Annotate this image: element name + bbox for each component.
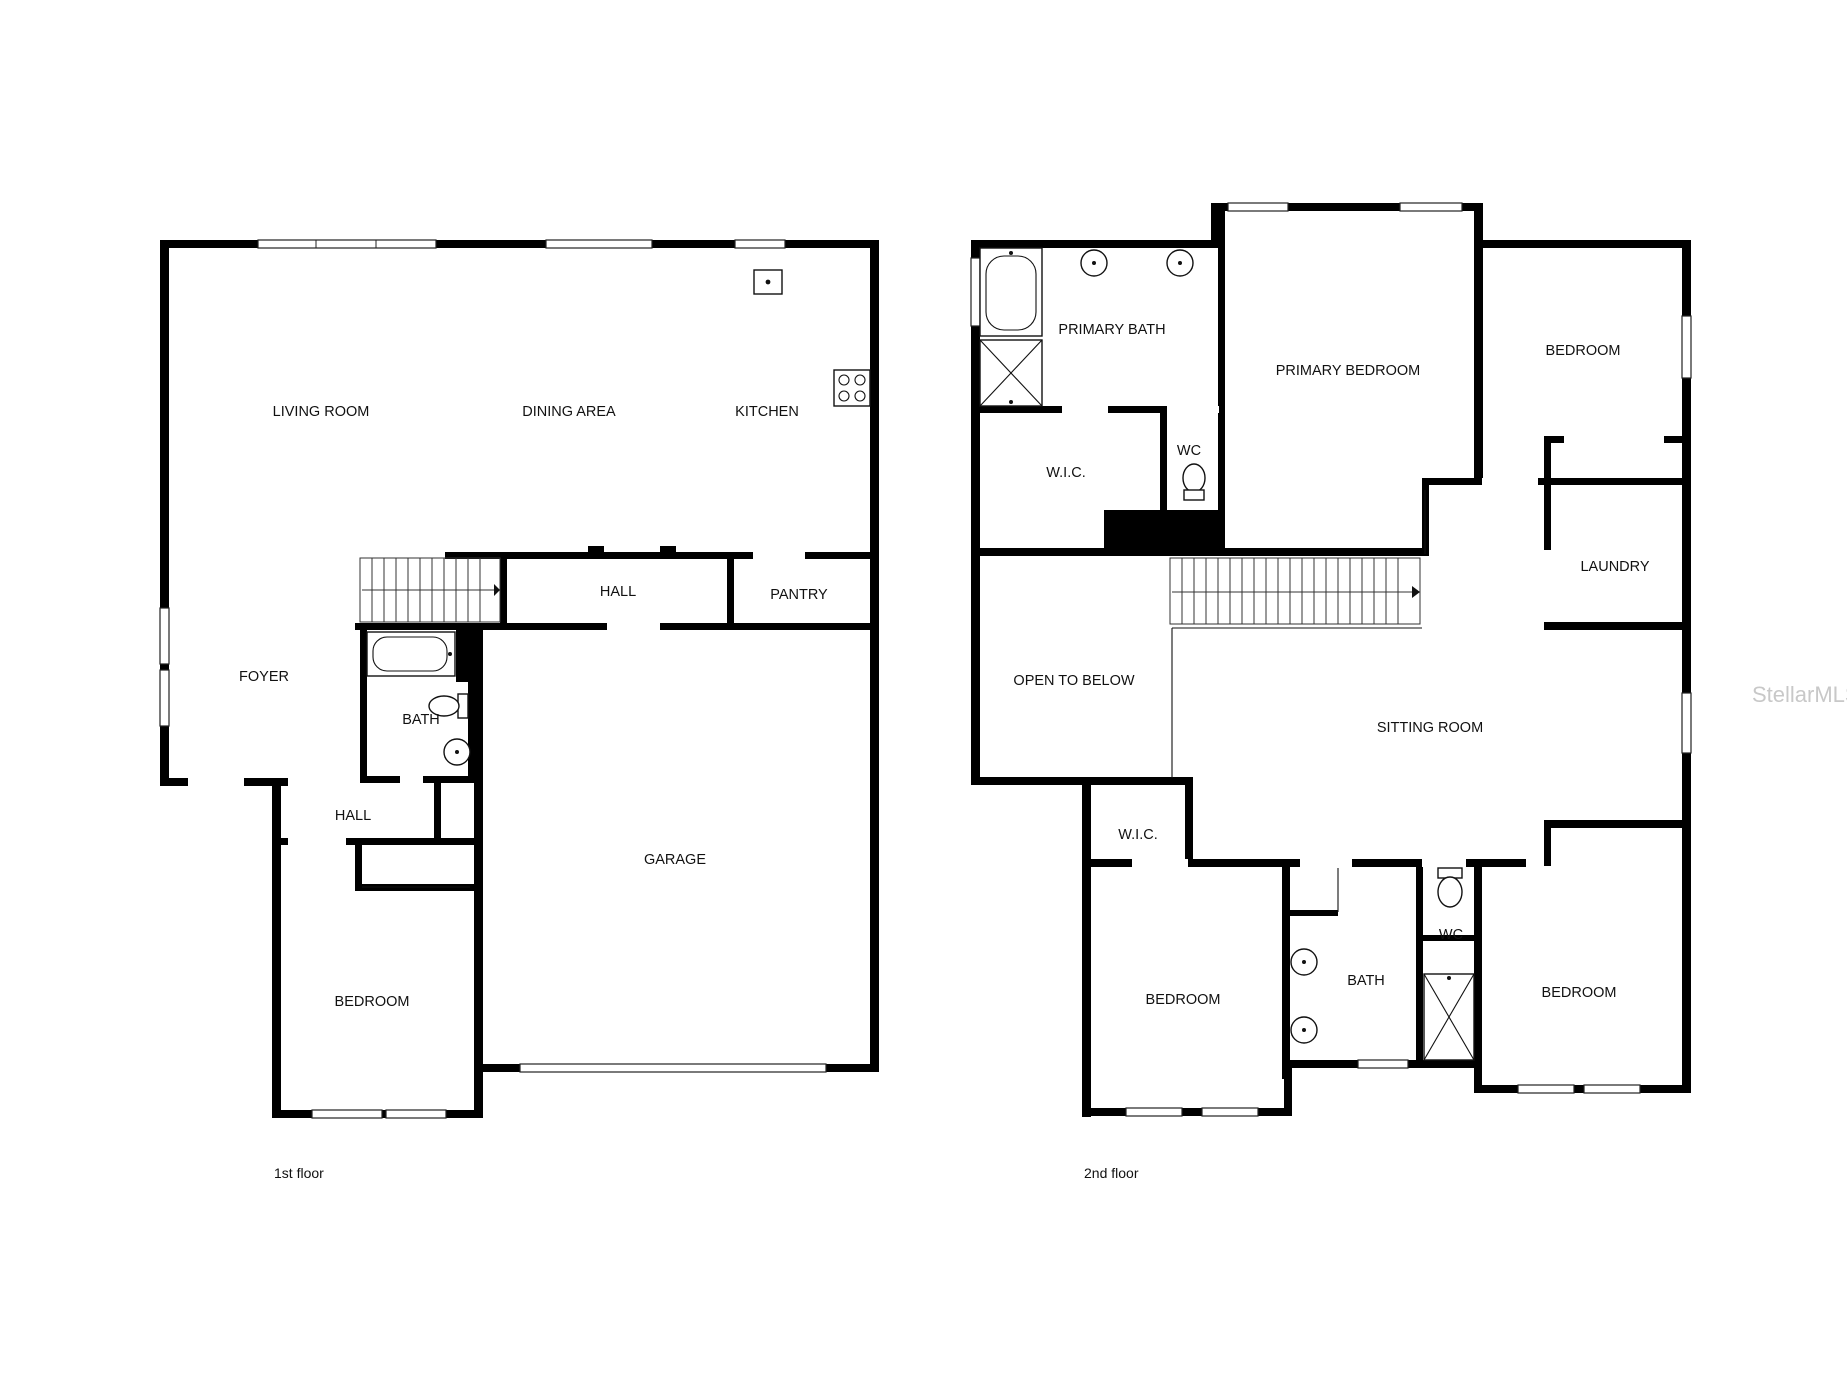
room-label-kitchen: KITCHEN [735,404,799,420]
shower-icon [1423,973,1475,1061]
room-label-wic-upper: W.I.C. [1046,465,1085,481]
room-label-wic-lower: W.I.C. [1118,827,1157,843]
primary-bathtub-icon [979,247,1043,337]
room-label-sitting-room: SITTING ROOM [1377,720,1483,736]
room-label-open-to-below: OPEN TO BELOW [1013,673,1134,689]
room-label-bedroom-se: BEDROOM [1542,985,1617,1001]
room-label-hall-upper: HALL [600,584,636,600]
second-floor-stairs [1169,557,1421,625]
room-label-garage: GARAGE [644,852,706,868]
primary-toilet-icon [1182,463,1206,501]
room-label-laundry: LAUNDRY [1580,559,1649,575]
room-label-bath-second: BATH [1347,973,1385,989]
toilet-icon [428,693,469,719]
primary-shower-icon [979,339,1043,407]
room-label-bedroom-ne: BEDROOM [1546,343,1621,359]
primary-bath-sink-icon [1080,249,1108,277]
second-floor-plan: PRIMARY BATH PRIMARY BEDROOM BEDROOM W.I… [970,202,1692,1181]
room-label-bedroom-sw: BEDROOM [1146,992,1221,1008]
room-label-pantry: PANTRY [770,587,828,603]
room-label-dining-area: DINING AREA [522,404,616,420]
floor-caption-first: 1st floor [274,1165,324,1181]
bathtub-icon [366,631,456,677]
primary-bath-sink-icon [1166,249,1194,277]
room-label-hall-lower: HALL [335,808,371,824]
room-label-bedroom: BEDROOM [335,994,410,1010]
room-label-living-room: LIVING ROOM [273,404,370,420]
first-floor-stairs [359,557,501,623]
room-label-wc-lower: WC [1439,927,1463,943]
room-label-bath: BATH [402,712,440,728]
floor-caption-second: 2nd floor [1084,1165,1139,1181]
watermark: StellarMLS [1752,682,1847,707]
room-label-foyer: FOYER [239,669,289,685]
room-label-wc-upper: WC [1177,443,1201,459]
bath-sink-icon [1290,948,1318,976]
toilet-icon [1437,867,1463,908]
first-floor-plan: LIVING ROOM DINING AREA KITCHEN HALL PAN… [159,239,879,1181]
bath-sink-icon [1290,1016,1318,1044]
bath-sink-icon [443,738,471,766]
range-cooktop-icon [833,369,871,407]
kitchen-sink-icon [753,269,783,295]
room-label-primary-bath: PRIMARY BATH [1058,322,1165,338]
room-label-primary-bedroom: PRIMARY BEDROOM [1276,363,1421,379]
